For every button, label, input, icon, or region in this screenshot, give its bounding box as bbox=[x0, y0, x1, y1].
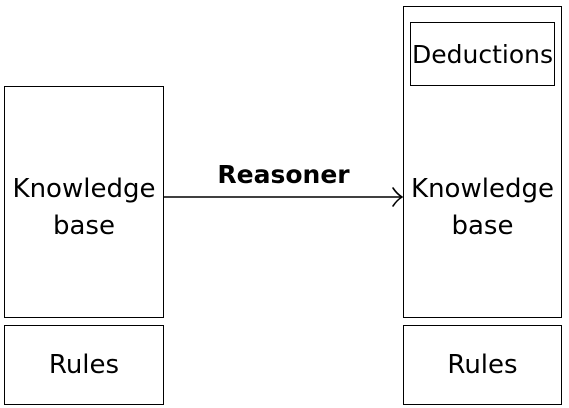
left-rules-label: Rules bbox=[48, 350, 120, 380]
right-rules-box: Rules bbox=[403, 325, 562, 405]
right-knowledge-base-line-1: Knowledge bbox=[411, 174, 554, 204]
right-knowledge-base-label: Knowledge base bbox=[404, 171, 561, 245]
right-knowledge-base-line-2: base bbox=[451, 211, 514, 241]
deductions-label: Deductions bbox=[411, 40, 553, 69]
reasoner-label: Reasoner bbox=[217, 160, 350, 189]
left-knowledge-base-line-2: base bbox=[53, 211, 115, 241]
right-rules-label: Rules bbox=[447, 350, 518, 380]
left-knowledge-base-label: Knowledge base bbox=[5, 171, 163, 245]
left-knowledge-base-line-1: Knowledge bbox=[12, 174, 156, 204]
deductions-box: Deductions bbox=[410, 22, 555, 86]
left-knowledge-base-box: Knowledge base bbox=[4, 86, 164, 318]
left-rules-box: Rules bbox=[4, 325, 164, 405]
